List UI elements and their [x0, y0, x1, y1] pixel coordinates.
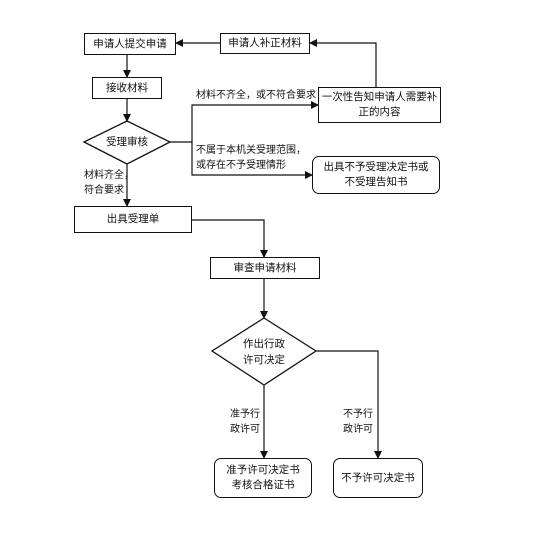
label-incomplete: 材料不齐全，或不符合要求	[196, 90, 316, 101]
arrow-accept-to-examine	[192, 219, 268, 258]
arrow-review-to-reject	[191, 142, 313, 179]
decision-label: 作出行政 许可决定	[243, 338, 285, 366]
apply-submit-box: 申请人提交申请	[84, 33, 176, 55]
grant-doc-box: 准予许可决定书 考核合格证书	[214, 458, 312, 498]
accept-slip-box: 出具受理单	[74, 206, 192, 233]
receive-box: 接收材料	[92, 77, 162, 99]
notify-box: 一次性告知申请人需要补 正的内容	[318, 87, 441, 123]
arrow-decision-to-deny	[316, 350, 382, 459]
supplement-box: 申请人补正材料	[220, 33, 310, 54]
arrow-notify-to-supplement	[309, 39, 377, 87]
review-label: 受理审核	[106, 136, 148, 148]
reject-notice-box: 出具不予受理决定书或 不受理告知书	[312, 156, 440, 194]
label-grant: 准予行 政许可	[230, 409, 260, 435]
decision-diamond	[210, 317, 318, 386]
arrow-review-to-notify	[170, 101, 319, 143]
label-out-of-scope: 不属于本机关受理范围， 或存在不予受理情形	[196, 145, 306, 171]
label-deny: 不予行 政许可	[343, 409, 373, 435]
deny-doc-box: 不予许可决定书	[333, 458, 423, 498]
label-complete: 材料齐全， 符合要求	[84, 170, 134, 196]
examine-box: 审查申请材料	[210, 257, 320, 279]
review-diamond	[82, 120, 172, 165]
